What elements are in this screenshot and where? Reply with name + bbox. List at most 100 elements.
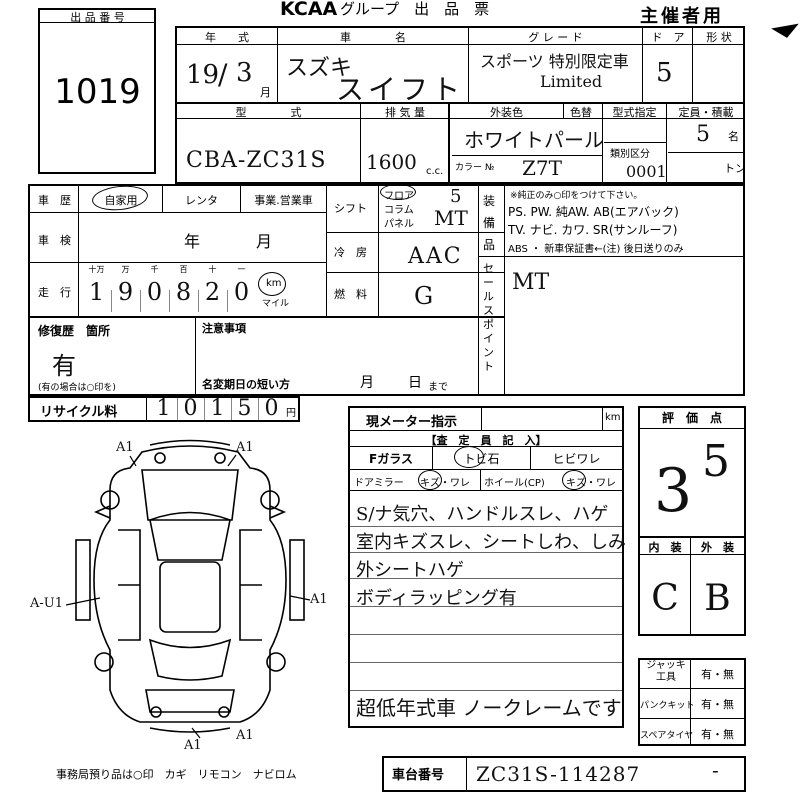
shift-speed: 5: [450, 186, 462, 207]
recycle-digit: 1: [210, 396, 225, 421]
damage-mark-right-side: A1: [310, 592, 328, 607]
recycle-unit: 円: [286, 408, 296, 419]
recycle-box: [28, 396, 300, 422]
spare-label: スペアタイヤ: [640, 731, 694, 741]
class-value: 0001: [626, 162, 667, 181]
comment-4: ボディラッピング有: [356, 588, 517, 609]
shift-label: シフト: [334, 202, 367, 215]
type-value: CBA-ZC31S: [186, 148, 327, 173]
name-change-label: 名変期日の短い方: [202, 378, 290, 391]
recycle-digit: 0: [183, 396, 198, 421]
lot-number: 1019: [54, 72, 141, 112]
color-code: Z7T: [522, 156, 562, 180]
capacity-label: 定員・積載: [678, 106, 734, 119]
tools-box: [638, 658, 746, 746]
damage-mark-rear-right: A1: [236, 728, 254, 743]
recycle-digit: 0: [264, 396, 279, 421]
name-change-day: 日: [408, 375, 422, 391]
shape-label: 形 状: [706, 31, 732, 44]
lot-label: 出 品 番 号: [70, 11, 125, 24]
fuel-value: G: [414, 282, 434, 310]
shift-option-panel: パネル: [384, 219, 414, 230]
km-circle: [258, 272, 286, 296]
tobi-circle: [454, 446, 484, 468]
mirror-options: キズ・ワレ: [420, 478, 470, 489]
history-label: 車 歴: [38, 194, 71, 207]
chassis-dash: -: [712, 758, 719, 782]
year-value: 19: [186, 60, 220, 90]
comment-2: 室内キズスレ、シートしわ、しみ: [356, 532, 626, 553]
name-change-until: まで: [428, 382, 448, 393]
maker-value: スズキ: [286, 56, 353, 81]
sales-point-label: セールスポイント: [483, 262, 494, 373]
meter-label: 現メーター指示: [366, 415, 458, 430]
maker-label: 車 名: [340, 31, 406, 44]
damage-mark-front-left: A1: [116, 440, 134, 455]
inspection-month: 月: [256, 232, 273, 251]
chassis-box: [382, 756, 746, 792]
repair-label: 修復歴 箇所: [38, 324, 111, 338]
row1-box: [175, 26, 745, 184]
capacity-value: 5: [696, 122, 710, 147]
equipment-line1: PS. PW. 純AW. AB(エアバック): [508, 205, 679, 219]
recycle-digit: 1: [156, 396, 171, 421]
shift-option-column: コラム: [384, 205, 414, 216]
repair-note: (有の場合は○印を): [38, 383, 116, 393]
model-value: スイフト: [336, 73, 465, 106]
inspection-label: 車 検: [38, 234, 71, 247]
grade-value2: Limited: [540, 72, 603, 91]
wheel-options: キズ・ワレ: [566, 478, 616, 489]
mirror-label: ドアミラー: [354, 478, 404, 489]
office-note: 事務局預り品は○印 カギ リモコン ナビロム: [56, 768, 297, 781]
exterior-label: 外 装: [701, 541, 734, 554]
capacity-unit: 名: [728, 130, 739, 143]
year-slash: /: [218, 58, 228, 91]
equipment-line2: TV. ナビ. カワ. SR(サンルーフ): [508, 223, 678, 237]
mirror-circle: [418, 470, 442, 490]
mileage-unit: 十: [208, 265, 217, 274]
organizer-label: 主催者用: [640, 6, 724, 27]
notes-label: 注意事項: [202, 322, 246, 335]
puncture-options: 有・無: [701, 698, 734, 711]
repair-value: 有: [52, 352, 76, 380]
lot-box: [38, 8, 156, 174]
comment-3: 外シートハゲ: [356, 560, 464, 581]
mileage-unit: 千: [150, 265, 159, 274]
equipment-note: ※純正のみ○印をつけて下さい。: [510, 191, 643, 201]
kcaa-logo: KCAA: [280, 0, 338, 20]
score-label: 評 価 点: [661, 411, 722, 425]
name-change-month: 月: [360, 375, 374, 391]
fuel-label: 燃 料: [334, 288, 367, 301]
ton-unit: トン: [724, 162, 746, 175]
mileage-unit: 万: [121, 265, 130, 274]
type-spec-label: 型式指定: [612, 106, 657, 119]
mileage-digit: 0: [146, 278, 163, 306]
disp-value: 1600: [366, 150, 417, 174]
recycle-digit: 5: [237, 396, 252, 421]
inspection-year: 年: [184, 232, 201, 251]
wheel-circle: [562, 470, 586, 490]
wheel-label: ホイール(CP): [484, 478, 545, 489]
class-label: 類別区分: [610, 149, 650, 160]
assessment-title: 【査 定 員 記 入】: [425, 434, 547, 447]
mileage-unit: 一: [237, 265, 246, 274]
mileage-unit: 百: [179, 265, 188, 274]
year-label: 年 式: [205, 31, 249, 44]
mileage-digit: 1: [88, 278, 105, 306]
hibi-label: ヒビワレ: [552, 452, 601, 466]
shift-floor-circle: [380, 184, 416, 200]
mileage-digit: 0: [233, 278, 250, 306]
color-label: 外装色: [490, 106, 523, 119]
score-main: 3: [654, 456, 693, 526]
chassis-value: ZC31S-114287: [476, 762, 641, 786]
month-value: 3: [236, 58, 253, 88]
glass-label: Fガラス: [369, 452, 413, 466]
equipment-label: 装備品: [483, 194, 496, 252]
history-option-private: 自家用: [104, 194, 138, 207]
assessment-box: [348, 406, 624, 728]
color-code-label: カラー №: [455, 163, 495, 173]
chassis-label: 車台番号: [392, 768, 445, 783]
type-label: 型 式: [235, 106, 302, 119]
sales-point-value: MT: [512, 270, 550, 295]
